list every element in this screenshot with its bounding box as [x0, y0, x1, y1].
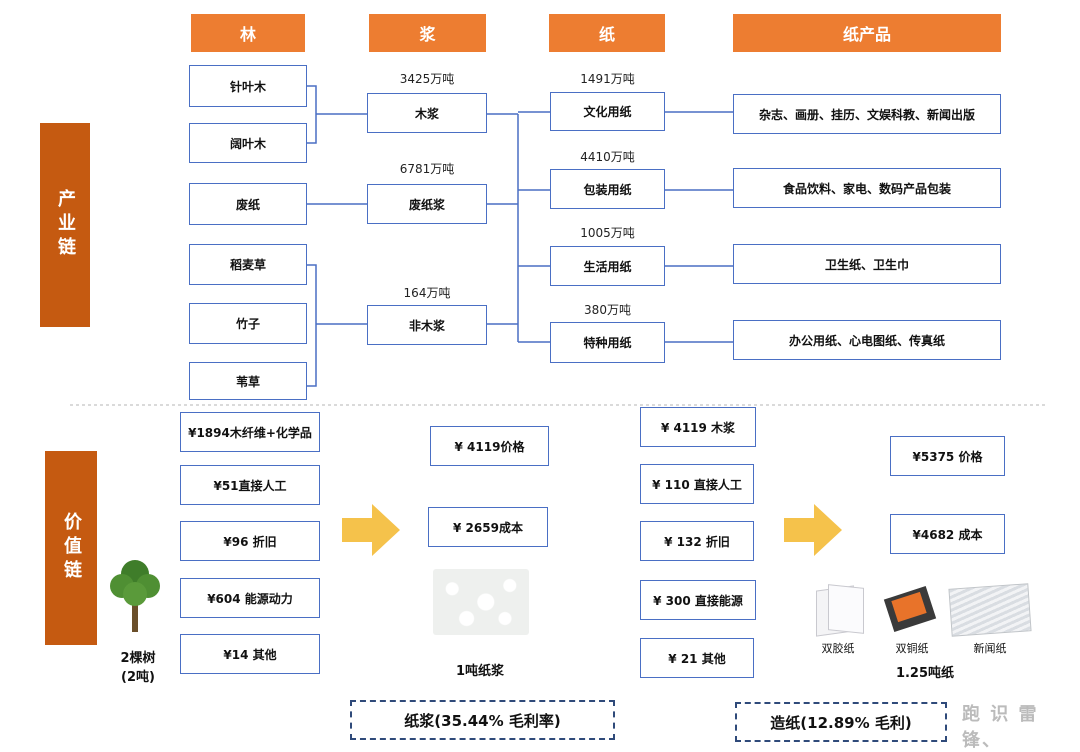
nonwood-pulp-box: 非木浆: [367, 305, 487, 345]
paper-type-coated: 双铜纸: [895, 642, 929, 655]
pulp-cost-other: ¥14 其他: [180, 634, 320, 674]
paper-cost-pulp: ¥ 4119 木浆: [640, 407, 756, 447]
paper-cost-depreciation: ¥ 132 折旧: [640, 521, 754, 561]
paper-cost-box: ¥4682 成本: [890, 514, 1005, 554]
packaging-paper-box: 包装用纸: [550, 169, 665, 209]
pulp-caption: 1吨纸浆: [455, 664, 505, 679]
waste-pulp-box: 废纸浆: [367, 184, 487, 224]
pulp-image: [433, 569, 529, 635]
tree-caption-1: 2棵树: [120, 651, 156, 666]
arrow-paper: [784, 504, 842, 556]
arrow-pulp: [342, 504, 400, 556]
softwood-box: 针叶木: [189, 65, 307, 107]
wood-pulp-box: 木浆: [367, 93, 487, 133]
packaging-paper-qty: 4410万吨: [580, 150, 635, 164]
pulp-cost-fiber: ¥1894木纤维+化学品: [180, 412, 320, 452]
bamboo-box: 竹子: [189, 303, 307, 344]
straw-box: 稻麦草: [189, 244, 307, 285]
watermark: 跑 识 雷锋、: [962, 704, 1039, 751]
wood-pulp-qty: 3425万吨: [399, 72, 455, 86]
paper-price-box: ¥5375 价格: [890, 436, 1005, 476]
hardwood-box: 阔叶木: [189, 123, 307, 163]
side-value-chain-text: 价值链: [61, 512, 82, 584]
culture-paper-qty: 1491万吨: [580, 72, 635, 86]
pulp-cost-box: ¥ 2659成本: [428, 507, 548, 547]
pulp-price-box: ¥ 4119价格: [430, 426, 549, 466]
newsprint-image: [948, 583, 1032, 637]
header-pulp: 浆: [369, 14, 486, 52]
culture-paper-box: 文化用纸: [550, 92, 665, 131]
household-paper-qty: 1005万吨: [580, 226, 635, 240]
wastepaper-box: 废纸: [189, 183, 307, 225]
side-industry-chain-text: 产业链: [55, 189, 76, 261]
paper-cost-energy: ¥ 300 直接能源: [640, 580, 756, 620]
household-paper-box: 生活用纸: [550, 246, 665, 286]
nonwood-pulp-qty: 164万吨: [403, 286, 451, 300]
pulp-cost-energy: ¥604 能源动力: [180, 578, 320, 618]
coated-paper-image: [883, 584, 937, 634]
header-paper-products: 纸产品: [733, 14, 1001, 52]
special-paper-qty: 380万吨: [584, 303, 631, 317]
paper-cost-labor: ¥ 110 直接人工: [640, 464, 754, 504]
waste-pulp-qty: 6781万吨: [399, 162, 455, 176]
packaging-products-box: 食品饮料、家电、数码产品包装: [733, 168, 1001, 208]
household-products-box: 卫生纸、卫生巾: [733, 244, 1001, 284]
header-paper: 纸: [549, 14, 665, 52]
tree-icon: [110, 560, 160, 632]
culture-products-box: 杂志、画册、挂历、文娱科教、新闻出版: [733, 94, 1001, 134]
pulp-cost-labor: ¥51直接人工: [180, 465, 320, 505]
paper-caption: 1.25吨纸: [895, 666, 955, 681]
offset-paper-image: [810, 584, 866, 637]
special-paper-box: 特种用纸: [550, 322, 665, 363]
paper-margin-box: 造纸(12.89% 毛利): [735, 702, 947, 742]
pulp-cost-depreciation: ¥96 折旧: [180, 521, 320, 561]
reed-box: 苇草: [189, 362, 307, 400]
pulp-margin-box: 纸浆(35.44% 毛利率): [350, 700, 615, 740]
side-industry-chain: 产业链: [40, 123, 90, 327]
paper-type-offset: 双胶纸: [821, 642, 855, 655]
paper-cost-other: ¥ 21 其他: [640, 638, 754, 678]
header-forest: 林: [191, 14, 305, 52]
special-products-box: 办公用纸、心电图纸、传真纸: [733, 320, 1001, 360]
side-value-chain: 价值链: [45, 451, 97, 645]
paper-type-newsprint: 新闻纸: [973, 642, 1007, 655]
tree-caption-2: (2吨): [121, 670, 155, 685]
